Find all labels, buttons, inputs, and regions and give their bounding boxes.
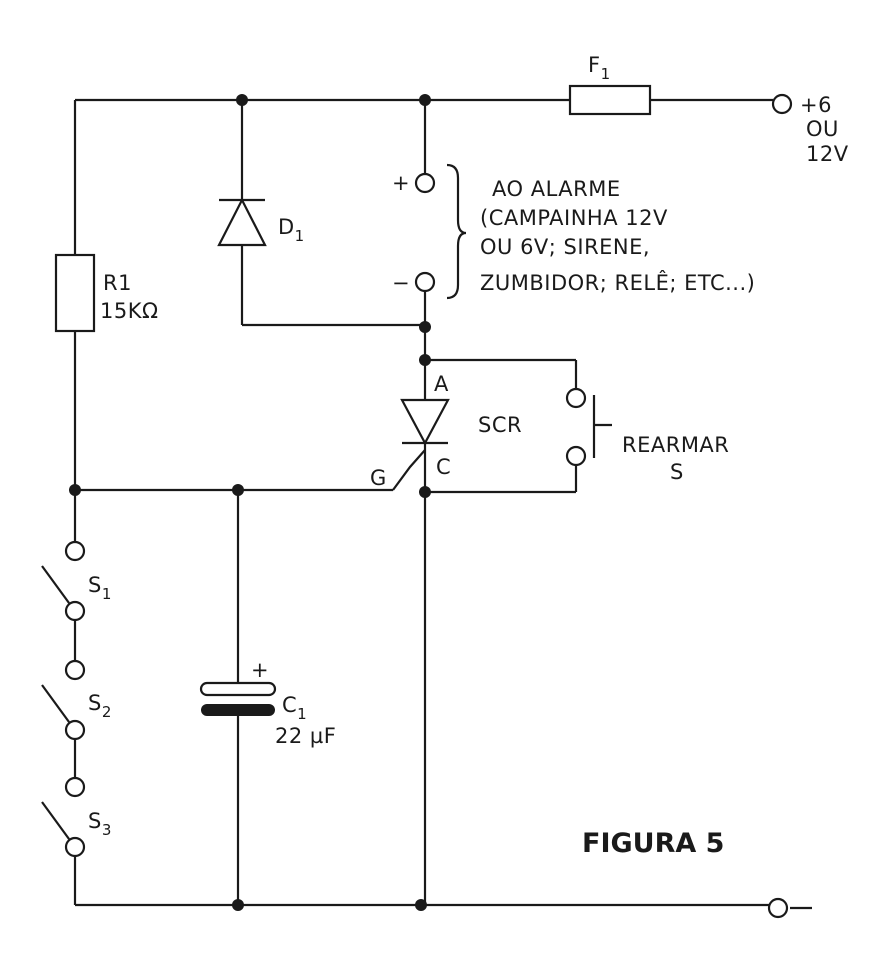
scr-gate-label: G	[370, 466, 387, 490]
diode-label: D	[278, 215, 295, 239]
junction-dot	[69, 484, 81, 496]
switch-s1-subscript: 1	[102, 585, 112, 603]
fuse-f1: F1	[568, 53, 652, 116]
switch-s2: S2	[41, 659, 112, 779]
supply-voltage-label-3: 12V	[806, 142, 849, 166]
switch-s2-subscript: 2	[102, 703, 112, 721]
junction-dot	[232, 484, 244, 496]
resistor-name: R1	[103, 271, 132, 295]
switch-s1-label: S	[88, 573, 102, 597]
svg-text:S2: S2	[88, 691, 112, 721]
alarm-note-line-2: (CAMPAINHA 12V	[480, 206, 668, 230]
alarm-note-line-1: AO ALARME	[492, 177, 621, 201]
junction-dot	[419, 321, 431, 333]
capacitor-subscript: 1	[297, 705, 307, 723]
scr-label: SCR	[478, 413, 522, 437]
svg-text:S3: S3	[88, 809, 112, 839]
scr-cathode-label: C	[436, 455, 451, 479]
supply-voltage-label-2: OU	[806, 117, 839, 141]
svg-text:C1: C1	[282, 693, 307, 723]
switch-s3-label: S	[88, 809, 102, 833]
switch-s1: S1	[41, 540, 112, 662]
capacitor-c1: + C1 22 µF	[199, 490, 336, 905]
reset-switch: REARMAR S	[425, 358, 729, 494]
junction-dot	[419, 486, 431, 498]
supply-terminal: +6 OU 12V	[771, 93, 849, 166]
svg-text:D1: D1	[278, 215, 305, 245]
capacitor-value: 22 µF	[275, 724, 336, 748]
fuse-subscript: 1	[601, 65, 611, 83]
switch-s3-subscript: 3	[102, 821, 112, 839]
svg-text:S1: S1	[88, 573, 112, 603]
alarm-note-line-4: ZUMBIDOR; RELÊ; ETC...)	[480, 270, 755, 295]
diode-subscript: 1	[295, 227, 305, 245]
bottom-rail	[75, 897, 812, 919]
alarm-note-line-3: OU 6V; SIRENE,	[480, 235, 650, 259]
fuse-label: F	[588, 53, 601, 77]
supply-voltage-label-1: +6	[800, 93, 832, 117]
figure-title: FIGURA 5	[582, 828, 724, 859]
switch-s2-label: S	[88, 691, 102, 715]
junction-dot	[236, 94, 248, 106]
alarm-plus-sign: +	[392, 171, 410, 195]
alarm-brace	[446, 163, 467, 300]
junction-dot	[232, 899, 244, 911]
reset-switch-label: REARMAR	[622, 433, 729, 457]
alarm-minus-sign: −	[392, 271, 410, 295]
junction-dot	[415, 899, 427, 911]
capacitor-polarity: +	[251, 658, 269, 682]
junction-dot	[419, 94, 431, 106]
junction-dot	[419, 354, 431, 366]
capacitor-label: C	[282, 693, 297, 717]
resistor-r1: R1 15KΩ	[54, 100, 159, 547]
svg-text:F1: F1	[588, 53, 611, 83]
reset-switch-name: S	[670, 460, 684, 484]
switch-s3: S3	[41, 776, 112, 905]
scr: A SCR C G	[370, 360, 522, 905]
alarm-terminals: + − AO ALARME (CAMPAINHA 12V OU 6V; SIRE…	[392, 100, 755, 360]
junction-dots	[69, 94, 431, 911]
diode-d1: D1	[217, 100, 425, 327]
resistor-value: 15KΩ	[100, 299, 159, 323]
scr-anode-label: A	[434, 372, 449, 396]
